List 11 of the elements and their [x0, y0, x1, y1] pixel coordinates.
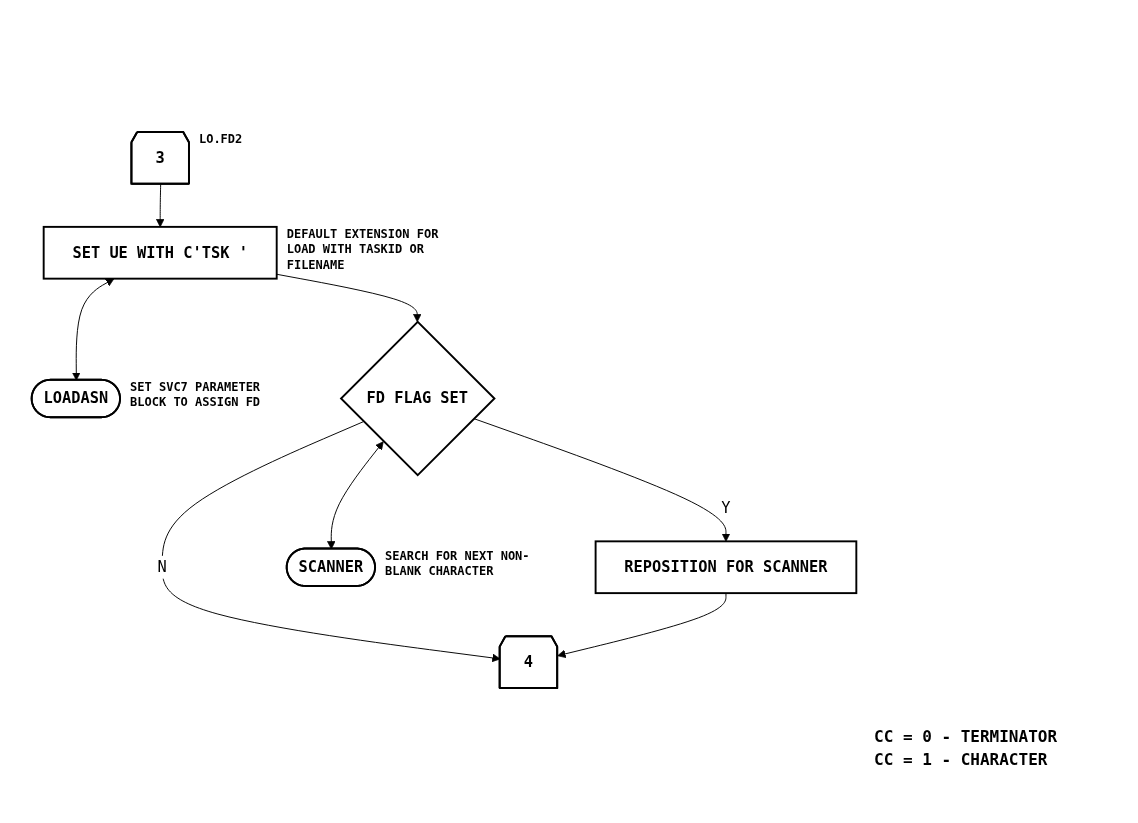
note-text: DEFAULT EXTENSION FOR LOAD WITH TASKID OR FILENAME [286, 226, 440, 274]
note-text: LO.FD2 [198, 131, 243, 148]
note-text: SET SVC7 PARAMETER BLOCK TO ASSIGN FD [130, 379, 262, 411]
node-diamond: FD FLAG SET [339, 320, 496, 477]
edge-label: N [157, 557, 167, 576]
note-text: CC = 0 - TERMINATOR [874, 727, 1059, 746]
note-text: SEARCH FOR NEXT NON-BLANK CHARACTER [385, 548, 531, 580]
edge-label: Y [721, 498, 731, 517]
node-box: SET UE WITH C'TSK ' [42, 225, 278, 280]
node-box: REPOSITION FOR SCANNER [594, 540, 858, 595]
note-text: CC = 1 - CHARACTER [874, 750, 1049, 769]
